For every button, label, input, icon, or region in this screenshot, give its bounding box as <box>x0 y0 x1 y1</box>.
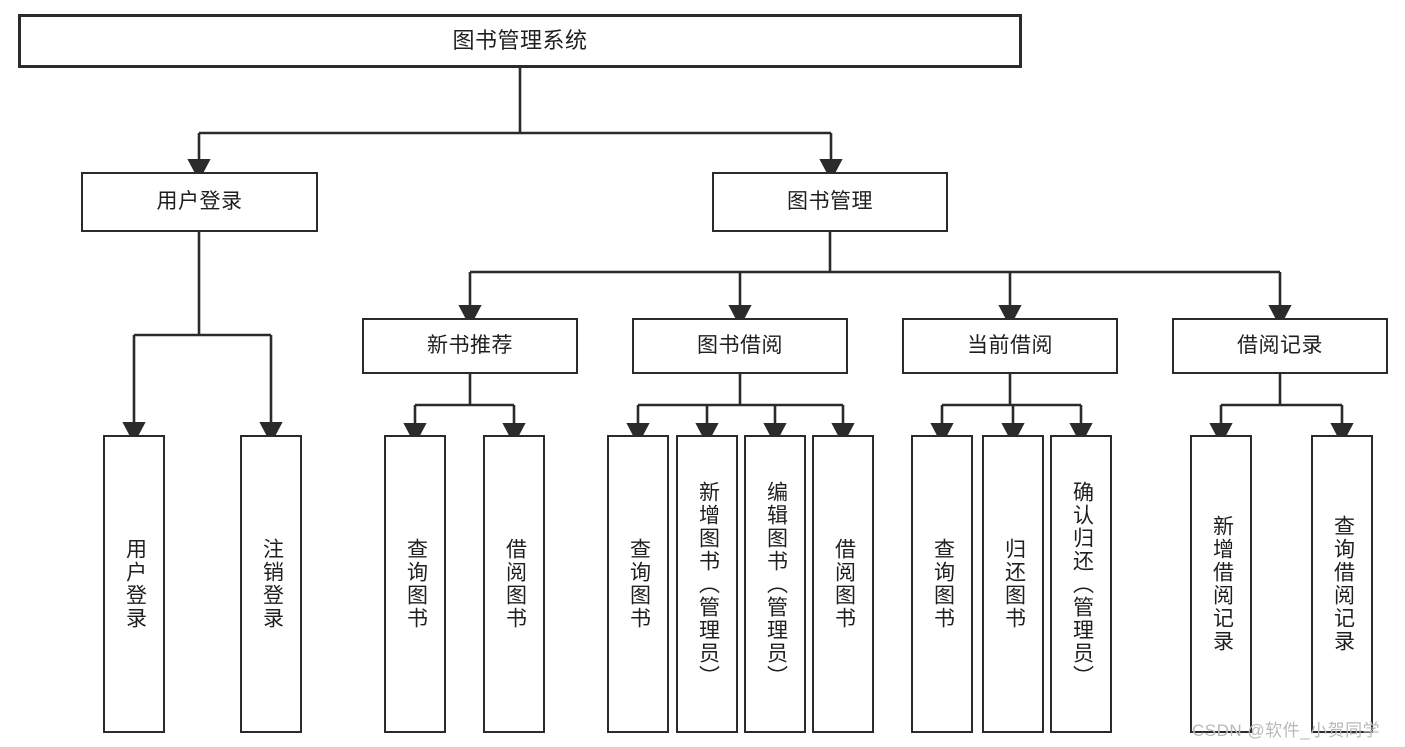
node-user-login[interactable]: 用户登录 <box>81 172 318 232</box>
node-leaf-return-book-label: 归还图书 <box>1002 538 1026 630</box>
node-leaf-borrow-book-2-label: 借阅图书 <box>832 538 856 630</box>
node-leaf-confirm-return-label: 确认归还（管理员） <box>1070 480 1094 688</box>
node-book-borrow[interactable]: 图书借阅 <box>632 318 848 374</box>
node-leaf-user-logout[interactable]: 注销登录 <box>240 435 302 733</box>
node-leaf-edit-book-label: 编辑图书（管理员） <box>764 480 788 688</box>
node-leaf-query-record-label: 查询借阅记录 <box>1331 515 1355 653</box>
node-leaf-add-record[interactable]: 新增借阅记录 <box>1190 435 1252 733</box>
node-root[interactable]: 图书管理系统 <box>18 14 1022 68</box>
node-borrow-record-label: 借阅记录 <box>1237 333 1323 357</box>
node-book-manage[interactable]: 图书管理 <box>712 172 948 232</box>
node-leaf-borrow-book-2[interactable]: 借阅图书 <box>812 435 874 733</box>
node-leaf-query-book-3[interactable]: 查询图书 <box>911 435 973 733</box>
node-book-manage-label: 图书管理 <box>787 189 873 213</box>
node-leaf-edit-book[interactable]: 编辑图书（管理员） <box>744 435 806 733</box>
node-leaf-query-book-2[interactable]: 查询图书 <box>607 435 669 733</box>
node-leaf-return-book[interactable]: 归还图书 <box>982 435 1044 733</box>
node-leaf-add-record-label: 新增借阅记录 <box>1210 515 1234 653</box>
node-leaf-query-book-1-label: 查询图书 <box>404 538 428 630</box>
node-new-book-recommend-label: 新书推荐 <box>427 333 513 357</box>
node-leaf-user-login-label: 用户登录 <box>123 538 147 630</box>
node-borrow-record[interactable]: 借阅记录 <box>1172 318 1388 374</box>
node-leaf-query-book-1[interactable]: 查询图书 <box>384 435 446 733</box>
node-leaf-query-record[interactable]: 查询借阅记录 <box>1311 435 1373 733</box>
node-leaf-user-logout-label: 注销登录 <box>260 538 284 630</box>
node-book-borrow-label: 图书借阅 <box>697 333 783 357</box>
node-new-book-recommend[interactable]: 新书推荐 <box>362 318 578 374</box>
node-current-borrow[interactable]: 当前借阅 <box>902 318 1118 374</box>
watermark-csdn: CSDN @软件_小贺同学 <box>1192 721 1381 740</box>
node-user-login-label: 用户登录 <box>156 189 243 213</box>
node-leaf-user-login[interactable]: 用户登录 <box>103 435 165 733</box>
node-leaf-add-book[interactable]: 新增图书（管理员） <box>676 435 738 733</box>
node-leaf-query-book-2-label: 查询图书 <box>627 538 651 630</box>
node-leaf-borrow-book-1-label: 借阅图书 <box>503 538 527 630</box>
node-leaf-query-book-3-label: 查询图书 <box>931 538 955 630</box>
node-leaf-add-book-label: 新增图书（管理员） <box>696 480 720 688</box>
node-root-label: 图书管理系统 <box>452 28 588 54</box>
node-leaf-confirm-return[interactable]: 确认归还（管理员） <box>1050 435 1112 733</box>
node-current-borrow-label: 当前借阅 <box>967 333 1053 357</box>
node-leaf-borrow-book-1[interactable]: 借阅图书 <box>483 435 545 733</box>
